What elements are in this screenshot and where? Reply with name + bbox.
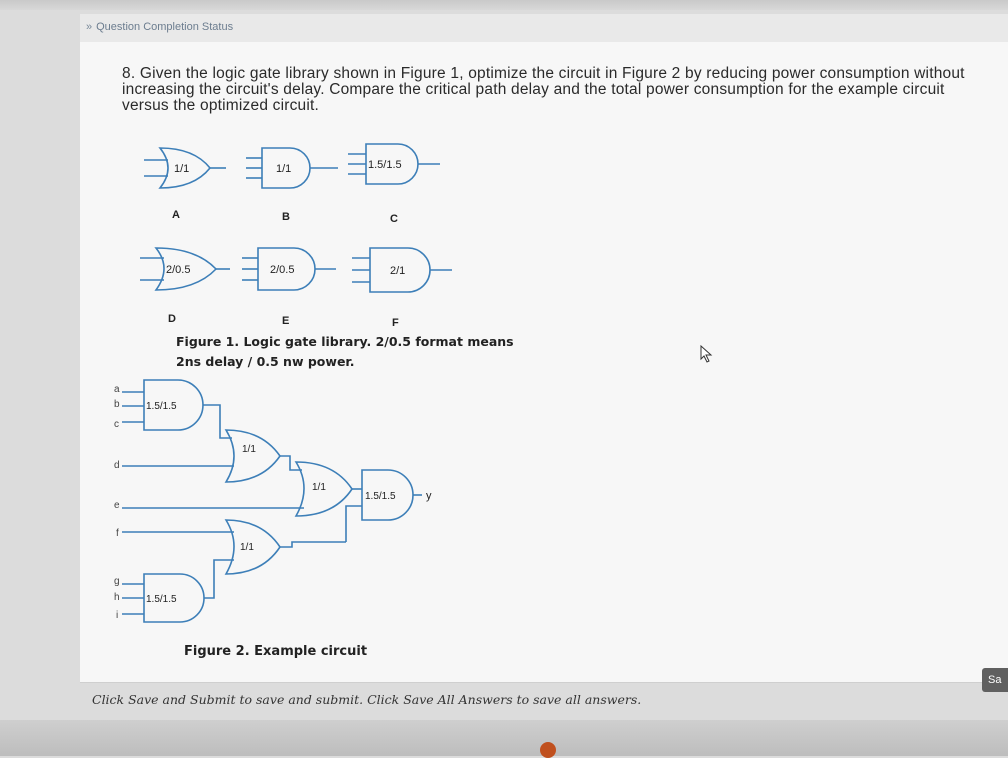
circuit-gate-6: 1.5/1.5 [122, 559, 234, 623]
content-panel [80, 42, 1008, 682]
question-completion-status-toggle[interactable]: »Question Completion Status [86, 21, 233, 33]
input-label-g: g [114, 576, 120, 587]
input-label-a: a [114, 384, 120, 395]
library-gate-b-letter: B [282, 211, 290, 223]
figure-1-caption: Figure 1. Logic gate library. 2/0.5 form… [176, 332, 536, 372]
circuit-gate-3-label: 1/1 [312, 482, 326, 493]
status-label: Question Completion Status [96, 21, 234, 33]
library-gate-d-letter: D [168, 313, 176, 325]
library-gate-c-label: 1.5/1.5 [368, 159, 402, 171]
input-label-d: d [114, 460, 120, 471]
library-gate-f: 2/1 F [352, 247, 452, 329]
input-label-i: i [116, 610, 118, 621]
library-gate-b: 1/1 B [246, 147, 338, 223]
circuit-gate-5-label: 1/1 [240, 542, 254, 553]
library-gate-d: 2/0.5 D [140, 247, 230, 325]
circuit-gate-4-label: 1.5/1.5 [365, 491, 396, 502]
library-gate-e-label: 2/0.5 [270, 264, 294, 276]
library-gate-a-letter: A [172, 209, 180, 221]
library-gate-d-label: 2/0.5 [166, 264, 190, 276]
footer-divider [80, 682, 1008, 683]
browser-top-strip [0, 0, 1008, 10]
footer-note: Click Save and Submit to save and submit… [92, 692, 642, 707]
status-bar: »Question Completion Status [80, 14, 1008, 43]
figure-1-caption-line1: Figure 1. Logic gate library. 2/0.5 form… [176, 334, 514, 349]
circuit-gate-4: 1.5/1.5 y [345, 469, 432, 542]
save-button[interactable]: Sa [982, 668, 1008, 692]
library-gate-e: 2/0.5 E [242, 247, 336, 327]
input-label-f: f [116, 528, 119, 539]
monitor-bottom-edge [0, 720, 1008, 756]
circuit-gate-1-label: 1.5/1.5 [146, 401, 177, 412]
input-label-h: h [114, 592, 120, 603]
circuit-gate-3: 1/1 [122, 461, 362, 517]
expand-icon: » [86, 21, 93, 33]
library-gate-e-letter: E [282, 315, 289, 327]
output-label-y: y [426, 490, 432, 502]
input-label-c: c [114, 419, 119, 430]
library-gate-c: 1.5/1.5 C [348, 143, 440, 225]
library-gate-a-label: 1/1 [174, 163, 189, 175]
input-label-b: b [114, 399, 120, 410]
circuit-gate-2: 1/1 [122, 429, 302, 483]
library-gate-f-label: 2/1 [390, 265, 405, 277]
taskbar-app-icon[interactable] [540, 742, 556, 758]
library-gate-b-label: 1/1 [276, 163, 291, 175]
mouse-pointer-icon [700, 345, 713, 363]
circuit-gate-2-label: 1/1 [242, 444, 256, 455]
circuit-gate-6-label: 1.5/1.5 [146, 594, 177, 605]
library-gate-c-letter: C [390, 213, 398, 225]
figure-2-caption: Figure 2. Example circuit [184, 644, 368, 659]
library-gate-a: 1/1 A [144, 147, 226, 221]
circuit-gate-5: 1/1 [122, 519, 346, 575]
library-gate-f-letter: F [392, 317, 399, 329]
question-text: 8. Given the logic gate library shown in… [122, 65, 965, 114]
figure-1-caption-line2: 2ns delay / 0.5 nw power. [176, 354, 355, 369]
input-label-e: e [114, 500, 120, 511]
circuit-gate-1: 1.5/1.5 [122, 379, 232, 439]
